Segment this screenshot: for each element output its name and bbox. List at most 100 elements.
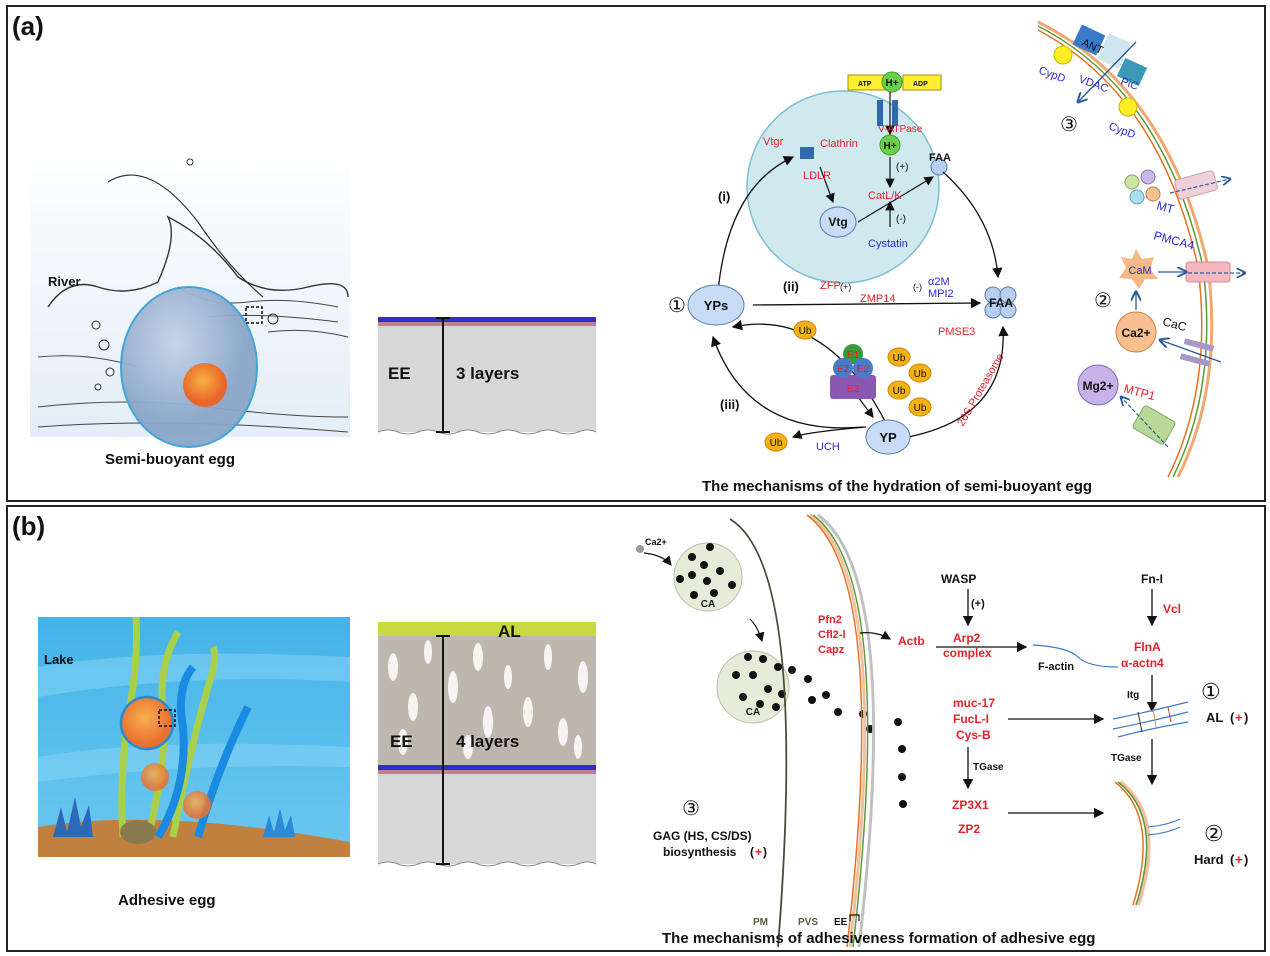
hard-result-label: Hard (1194, 852, 1224, 867)
ca-ion-label: Ca2+ (645, 537, 667, 547)
wasp-plus: (+) (971, 598, 985, 610)
e3-label: E3 (847, 384, 860, 395)
pvs-label: PVS (798, 917, 818, 928)
wasp-label: WASP (941, 572, 976, 586)
semi-buoyant-egg (120, 286, 258, 448)
zoom-region-marker (158, 709, 176, 727)
vcl-label: Vcl (1163, 602, 1181, 616)
cortical-alveoli-section: Ca2+ CA CA ③ (636, 513, 907, 948)
zmp14-label: ZMP14 (860, 293, 895, 305)
e2-label-left: E2 (837, 364, 850, 375)
panel-b-canvas: Lake AL EE 4 layers (38, 513, 1248, 948)
pm-label: PM (753, 917, 768, 928)
catlk-label: CatL/K (868, 190, 902, 202)
panel-a-label: (a) (12, 11, 44, 41)
ee-label-cell: EE (834, 917, 848, 928)
atp-label: ATP (858, 81, 872, 88)
marker-3: ③ (682, 798, 700, 820)
faa-label-lysosome: FAA (929, 152, 951, 164)
uch-label: UCH (816, 441, 840, 453)
e1-label: E1 (847, 350, 860, 361)
habitat-label-lake: Lake (44, 652, 74, 667)
zfp-label: ZFP (820, 280, 841, 292)
ee-label: EE (388, 364, 411, 383)
plasma-membrane (729, 518, 788, 948)
ub-label: Ub (914, 403, 927, 414)
zoom-region-marker (245, 306, 263, 324)
faa-cluster (984, 286, 1017, 319)
itg-label: Itg (1127, 690, 1139, 701)
granules (676, 543, 907, 808)
ub-label: Ub (893, 386, 906, 397)
adhesive-layer-fibers (1112, 701, 1189, 738)
inhibitor-minus: (-) (913, 282, 922, 292)
cfl2-label: Cfl2-l (818, 629, 846, 641)
marker-2: ② (1204, 821, 1224, 846)
egg-yolk (183, 363, 227, 407)
yps-label: YPs (704, 298, 729, 313)
al-plus: + (1235, 710, 1243, 725)
envelope-section-3-layers (377, 317, 597, 435)
ubiquitin-chain: Ub Ub Ub Ub Ub Ub (764, 320, 932, 452)
cypd-label-2: CypD (1107, 121, 1137, 142)
tgase-label-1: TGase (973, 762, 1004, 773)
svg-text:(: ( (1230, 852, 1235, 867)
lysosome: H+ H+ ATP ADP V-ATPase Vtgr Clathrin LDL… (746, 71, 951, 284)
cypd-label: CypD (1037, 65, 1067, 86)
svg-text:): ) (1244, 852, 1248, 867)
panel-b: (b) Lake (6, 505, 1266, 952)
gag-plus: + (755, 845, 762, 859)
vtg-label: Vtg (828, 215, 847, 229)
hydration-mechanism-caption: The mechanisms of the hydration of semi-… (702, 478, 1092, 495)
ubiquitin-ligase-complex: E1 E2 E2 E3 (830, 344, 876, 399)
proteasome-label: 26S Proteasome (955, 352, 1006, 429)
yp-label: YP (879, 430, 897, 445)
envelope-section-4-layers: AL EE 4 layers (377, 622, 597, 867)
clathrin-label: Clathrin (820, 138, 858, 150)
pfn2-label: Pfn2 (818, 614, 842, 626)
panel-b-label: (b) (12, 511, 46, 541)
tgase-label-2: TGase (1111, 753, 1142, 764)
pic-label: PiC (1119, 76, 1140, 93)
adhesive-egg-caption: Adhesive egg (118, 892, 216, 909)
svg-text:): ) (1244, 710, 1248, 725)
adhesiveness-mechanism-caption: The mechanisms of adhesiveness formation… (662, 930, 1095, 947)
membrane-ion-transport: ANT CypD VDAC PiC CypD ③ MT PMCA4 CaM ② … (1037, 20, 1245, 478)
panel-a-canvas: River (30, 20, 1264, 495)
faa-label: FAA (989, 296, 1013, 310)
svg-text:): ) (763, 845, 767, 859)
adhesion-pathways: Pfn2 Cfl2-l Capz Actb WASP (+) Arp2 comp… (818, 572, 1248, 906)
activation-plus: (+) (896, 162, 909, 173)
h-ion-inner: H+ (883, 141, 896, 152)
mtp1-label: MTP1 (1122, 381, 1157, 403)
actn4-label: α-actn4 (1121, 656, 1164, 670)
gag-label-line1: GAG (HS, CS/DS) (653, 829, 752, 843)
svg-text:(: ( (750, 845, 754, 859)
ca-label: CA (701, 599, 715, 610)
fni-label: Fn-I (1141, 572, 1163, 586)
habitat-label-river: River (48, 274, 81, 289)
marker-1: ① (668, 295, 686, 317)
complex-label: complex (943, 646, 992, 660)
marker-3: ③ (1060, 114, 1078, 136)
capz-label: Capz (818, 644, 845, 656)
cac-label: CaC (1161, 314, 1188, 334)
al-result-label: AL (1206, 710, 1223, 725)
factin-label: F-actin (1038, 661, 1074, 673)
ca-ion-label: Ca2+ (1121, 326, 1150, 340)
e2-label-right: E2 (857, 364, 870, 375)
mpi2-label: MPI2 (928, 288, 954, 300)
actb-label: Actb (898, 634, 925, 648)
muc17-label: muc-17 (953, 696, 995, 710)
ub-label: Ub (893, 353, 906, 364)
zp2-label: ZP2 (958, 822, 980, 836)
marker-1: ① (1201, 679, 1221, 704)
adhesive-egg (119, 695, 175, 751)
fucl-label: FucL-I (953, 712, 989, 726)
ub-label-released: Ub (770, 438, 783, 449)
ub-label: Ub (799, 326, 812, 337)
zfp-plus: (+) (840, 282, 851, 292)
inhibition-minus: (-) (896, 214, 906, 225)
river-illustration: River (30, 147, 350, 448)
pathway-i-label: (i) (718, 189, 730, 204)
